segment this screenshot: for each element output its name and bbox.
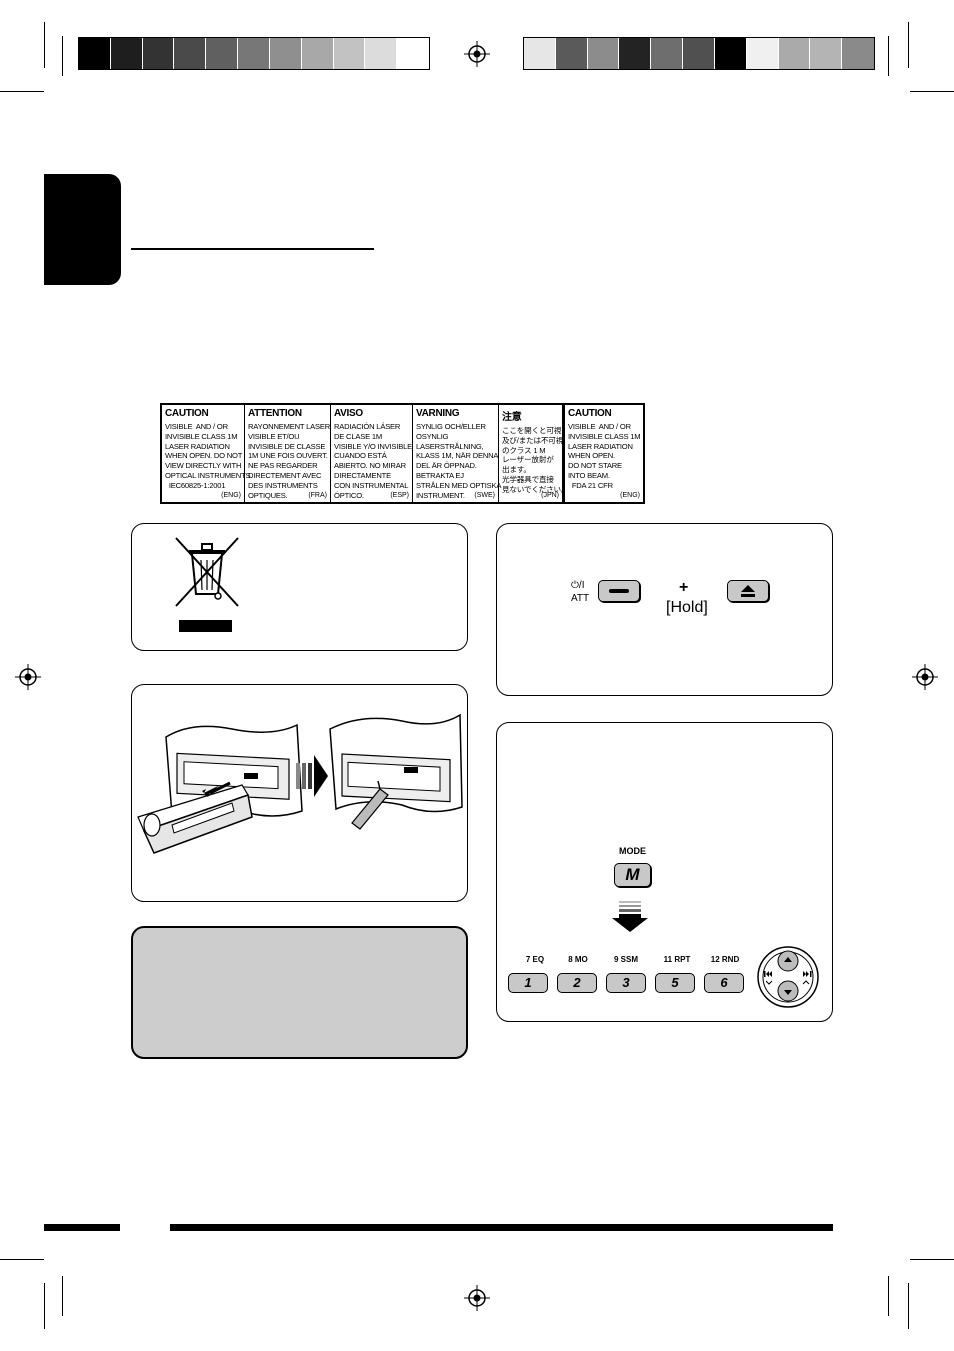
- color-bar-right-swatch: [810, 38, 843, 69]
- laser-caution-label: CAUTION VISIBLE AND / OR INVISIBLE CLASS …: [160, 403, 645, 504]
- crop-mark: [908, 22, 909, 68]
- preset-button-1[interactable]: 1: [508, 973, 548, 993]
- color-bar-right-swatch: [842, 38, 874, 69]
- disposal-panel: [131, 523, 468, 651]
- preset-label-2: 8 MO: [568, 955, 588, 964]
- preset-button-5[interactable]: 5: [655, 973, 695, 993]
- crossed-bin-icon: [175, 537, 239, 607]
- down-arrow-icon: [612, 901, 648, 932]
- color-bar-right-swatch: [683, 38, 715, 69]
- crop-mark: [888, 1276, 889, 1316]
- crop-mark: [44, 22, 45, 68]
- caution-column: AVISO RADIACIÓN LÁSER DE CLASE 1M VISIBLE…: [331, 405, 413, 502]
- registration-mark-icon: [15, 664, 41, 690]
- color-bar-left-swatch: [79, 38, 111, 69]
- mode-key-label: M: [625, 865, 640, 884]
- preset-button-3[interactable]: 3: [606, 973, 646, 993]
- caution-language-code: (ENG): [221, 492, 241, 499]
- mode-button[interactable]: M: [614, 863, 651, 887]
- plus-sign: +: [679, 579, 689, 596]
- note-panel: [131, 926, 468, 1059]
- color-bar-left-swatch: [397, 38, 429, 69]
- att-label: ATT: [571, 593, 590, 604]
- color-bar-right-swatch: [714, 38, 747, 69]
- preset-label-1: 7 EQ: [525, 955, 545, 964]
- footer-bar-right: [170, 1224, 833, 1231]
- color-bar-left-swatch: [206, 38, 239, 69]
- caution-text: RAYONNEMENT LASER VISIBLE ET/OU INVISIBL…: [248, 422, 330, 500]
- caution-language-code: (JPN): [541, 492, 559, 499]
- caution-language-code: (SWE): [474, 492, 495, 499]
- hold-label: [Hold]: [666, 599, 708, 616]
- caution-language-code: (ESP): [390, 492, 409, 499]
- caution-column: ATTENTION RAYONNEMENT LASER VISIBLE ET/OU…: [245, 405, 331, 502]
- heading-underline: [131, 248, 374, 250]
- reset-panel: ⏻/I ATT + [Hold]: [496, 523, 833, 696]
- preset-button-2[interactable]: 2: [557, 973, 597, 993]
- crop-mark: [62, 1276, 63, 1316]
- crop-mark: [62, 36, 63, 76]
- eject-button[interactable]: [727, 580, 769, 602]
- color-bar-left-swatch: [365, 38, 398, 69]
- caution-heading: ATTENTION: [248, 408, 302, 419]
- control-dial-icon[interactable]: [756, 945, 820, 1009]
- caution-heading: 注意: [502, 412, 522, 423]
- caution-text: VISIBLE AND / OR INVISIBLE CLASS 1M LASE…: [165, 422, 253, 490]
- color-bar-left-swatch: [142, 38, 175, 69]
- caution-text: RADIACIÓN LÁSER DE CLASE 1M VISIBLE Y/O …: [334, 422, 412, 500]
- preset-label-5: 11 RPT: [663, 955, 691, 964]
- caution-heading: VARNING: [416, 408, 460, 419]
- caution-language-code: (ENG): [620, 492, 640, 499]
- crop-mark: [0, 1259, 44, 1260]
- caution-heading: CAUTION: [165, 408, 209, 419]
- color-bar-right-swatch: [778, 38, 811, 69]
- crop-mark: [888, 36, 889, 76]
- crop-mark: [910, 91, 954, 92]
- mode-label: MODE: [619, 846, 646, 856]
- color-bar-left-swatch: [333, 38, 366, 69]
- crop-mark: [44, 1283, 45, 1329]
- caution-language-code: (FRA): [308, 492, 327, 499]
- registration-mark-icon: [912, 664, 938, 690]
- faceplate-panel: [131, 684, 468, 902]
- color-bar-left-swatch: [110, 38, 143, 69]
- caution-column: CAUTION VISIBLE AND / OR INVISIBLE CLASS …: [162, 405, 253, 502]
- caution-column: VARNING SYNLIG OCH/ELLER OSYNLIG LASERSTR…: [413, 405, 502, 502]
- language-tab: [44, 174, 121, 285]
- caution-text: ここを開くと可視 及び/または不可視 のクラス 1 M レーザー放射が 出ます。…: [502, 426, 569, 494]
- color-bar-left: [78, 37, 430, 70]
- preset-label-3: 9 SSM: [613, 955, 638, 964]
- color-bar-right-swatch: [651, 38, 684, 69]
- color-bar-right-swatch: [746, 38, 779, 69]
- crop-mark: [910, 1259, 954, 1260]
- color-bar-left-swatch: [301, 38, 334, 69]
- color-bar-left-swatch: [238, 38, 270, 69]
- power-att-button[interactable]: [598, 580, 640, 602]
- registration-mark-icon: [464, 1285, 490, 1311]
- caution-text: VISIBLE AND / OR INVISIBLE CLASS 1M LASE…: [568, 422, 641, 490]
- color-bar-right-swatch: [619, 38, 652, 69]
- footer-bar-left: [44, 1224, 120, 1231]
- caution-column: 注意ここを開くと可視 及び/または不可視 のクラス 1 M レーザー放射が 出ま…: [499, 405, 569, 502]
- caution-heading: AVISO: [334, 408, 363, 419]
- color-bar-right-swatch: [587, 38, 620, 69]
- color-bar-left-swatch: [174, 38, 207, 69]
- caution-text: SYNLIG OCH/ELLER OSYNLIG LASERSTRÅLNING,…: [416, 422, 502, 500]
- disposal-bar: [179, 620, 232, 632]
- color-bar-right: [523, 37, 875, 70]
- registration-mark-icon: [464, 41, 490, 67]
- eject-icon: [741, 585, 755, 597]
- crop-mark: [908, 1283, 909, 1329]
- faceplate-illustration: [137, 713, 463, 854]
- color-bar-right-swatch: [524, 38, 556, 69]
- preset-button-6[interactable]: 6: [704, 973, 744, 993]
- color-bar-left-swatch: [269, 38, 302, 69]
- caution-heading: CAUTION: [568, 408, 612, 419]
- caution-column: CAUTION VISIBLE AND / OR INVISIBLE CLASS …: [563, 405, 643, 502]
- color-bar-right-swatch: [555, 38, 588, 69]
- crop-mark: [0, 91, 44, 92]
- power-label: ⏻/I: [571, 580, 585, 591]
- preset-label-6: 12 RND: [710, 955, 740, 964]
